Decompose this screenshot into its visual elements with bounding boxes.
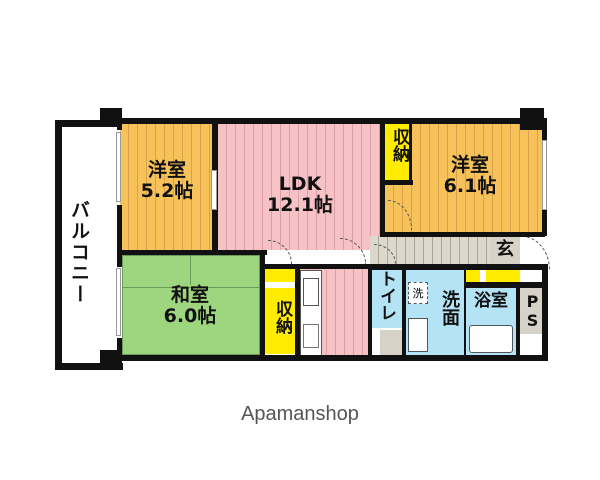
washroom-label: 洗面 <box>439 290 460 326</box>
storage-closet-1 <box>385 124 409 180</box>
washer-icon: 洗 <box>408 282 428 304</box>
bathroom-label: 浴室 <box>474 291 508 311</box>
wall <box>466 282 542 288</box>
japanese-room <box>122 255 260 355</box>
wall <box>520 108 544 130</box>
bathroom-entry <box>466 270 480 282</box>
ldk <box>218 122 382 250</box>
balcony <box>55 120 123 370</box>
bathtub-icon <box>469 325 513 353</box>
wall <box>380 118 385 236</box>
pipe-space-label: PS <box>523 292 542 330</box>
storage-x-box <box>380 330 402 356</box>
western-room-1-label: 洋室 5.2帖 <box>140 159 194 203</box>
brand-footer: Apamanshop <box>241 403 359 425</box>
balcony-label: バルコニー <box>68 200 90 305</box>
wall <box>368 264 372 360</box>
wall <box>117 205 122 255</box>
pipe-space <box>520 288 542 334</box>
kitchen-sink-icon <box>303 278 319 306</box>
storage-closet-2 <box>265 288 295 354</box>
wall <box>516 282 520 360</box>
wall <box>117 118 547 124</box>
toilet-label: トイレ <box>376 270 396 321</box>
window <box>542 140 547 210</box>
wall <box>409 124 412 182</box>
window <box>116 268 121 336</box>
wall <box>385 180 413 185</box>
wall <box>117 255 122 267</box>
wall <box>380 232 545 237</box>
wall <box>260 250 265 360</box>
wall <box>100 108 122 126</box>
bathroom-entry-2 <box>486 270 520 282</box>
tatami-line <box>122 287 260 288</box>
storage-closet-2-top <box>265 268 295 282</box>
toilet-room <box>372 270 402 328</box>
wall <box>542 264 548 360</box>
storage-closet-2-label: 収納 <box>272 300 292 334</box>
wall <box>402 268 406 360</box>
wall <box>464 268 466 360</box>
wall <box>368 264 548 270</box>
japanese-room-label: 和室 6.0帖 <box>163 284 217 328</box>
wall <box>295 264 300 360</box>
western-room-2-label: 洋室 6.1帖 <box>443 154 497 198</box>
wall <box>117 250 267 255</box>
western-room-1 <box>120 122 214 252</box>
entrance-label: 玄 <box>496 239 514 260</box>
tatami-line <box>190 255 191 285</box>
wash-basin-icon <box>408 318 428 352</box>
wall <box>117 118 122 130</box>
western-room-2 <box>412 122 542 232</box>
wall <box>100 350 122 370</box>
window <box>116 132 121 202</box>
wall <box>117 338 122 358</box>
wall <box>262 264 372 269</box>
ldk-label: LDK 12.1帖 <box>267 173 333 217</box>
wall <box>117 355 548 361</box>
window <box>211 170 217 210</box>
stove-burner-icon <box>303 324 319 348</box>
storage-closet-1-label: 収納 <box>389 128 409 162</box>
